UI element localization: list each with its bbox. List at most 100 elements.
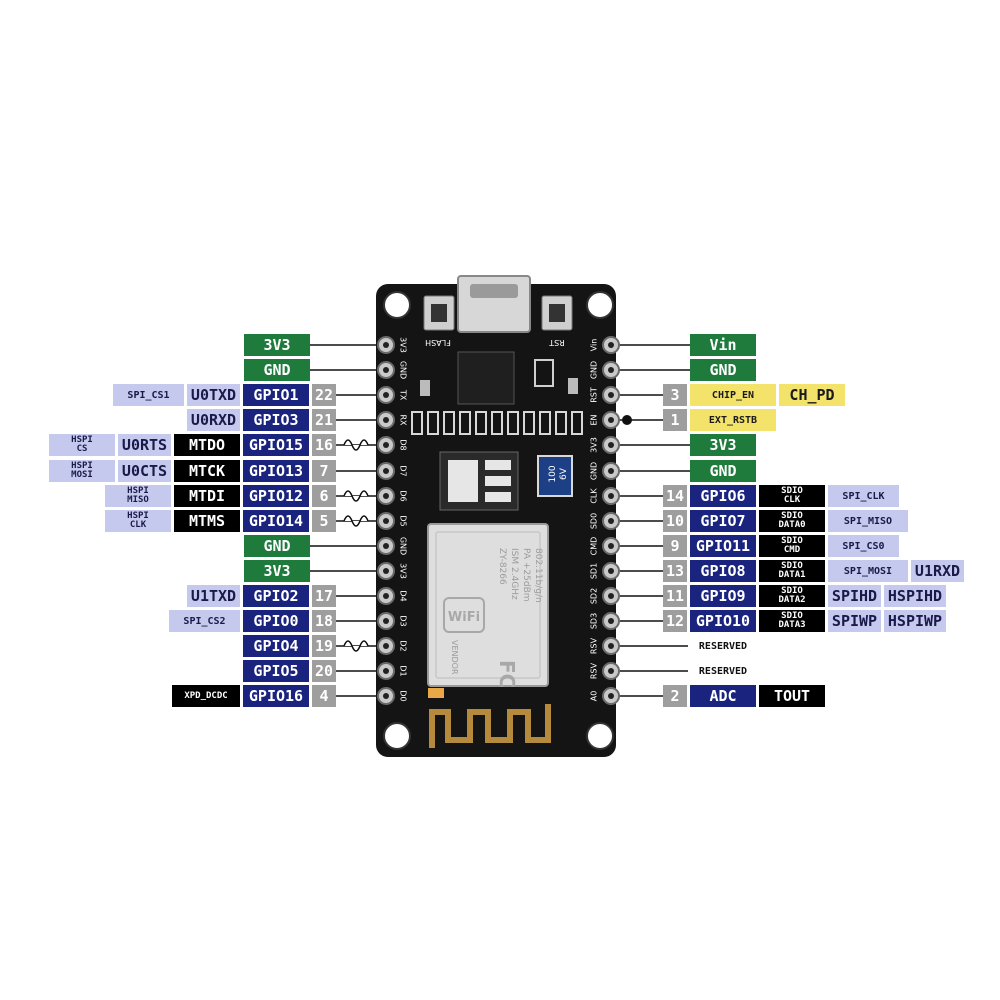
left-header-hole [383,593,389,599]
pin-function-line: DATA2 [778,595,806,605]
pin-function-line: SDIO [781,611,803,621]
pin-function-label: CH_PD [779,384,845,406]
right-pin-silkscreen: GND [590,462,599,480]
module-line-2: ISM 2.4GHz [509,548,519,600]
right-pin-silkscreen: EN [590,414,599,425]
pin-function-line: HSPI [127,486,149,496]
right-header-hole [608,668,614,674]
left-pin-silkscreen: D5 [399,515,408,526]
pin-function-line: HSPI [71,435,93,445]
left-header-hole [383,342,389,348]
pin-function-label: GPIO2 [243,585,309,607]
fc-mark: FC [495,660,519,688]
reset-label: RST [549,338,565,347]
pin-function-label: GPIO11 [690,535,756,557]
left-header-hole [383,693,389,699]
pwm-wave-icon [343,490,369,502]
right-header-hole [608,392,614,398]
pin-function-line: DATA3 [778,620,806,630]
pin-function-label: GPIO15 [243,434,309,456]
power-label: GND [690,460,756,482]
left-header-hole [383,618,389,624]
pin-number-label: 21 [312,409,336,431]
left-pin-silkscreen: D4 [399,590,408,601]
pwm-wave-icon [343,515,369,527]
pin-function-label: SPI_MOSI [828,560,908,582]
capacitor-voltage: 6V [559,467,569,480]
pin-function-line: MOSI [71,470,93,480]
pin-function-label: GPIO14 [243,510,309,532]
pin-function-label: SPI_CLK [828,485,899,507]
right-pin-silkscreen: RSV [590,662,599,679]
status-led [428,688,444,698]
pin-number-label: 11 [663,585,687,607]
pin-number-label: 18 [312,610,336,632]
right-header-hole [608,593,614,599]
right-header-hole [608,342,614,348]
pin-function-line: SDIO [781,586,803,596]
pin-function-label: GPIO0 [243,610,309,632]
left-header-hole [383,643,389,649]
pin-function-line: SDIO [781,511,803,521]
left-pin-silkscreen: D0 [399,690,408,701]
pin-function-label: MTDI [174,485,240,507]
right-header-hole [608,468,614,474]
usb-uart-chip [457,351,515,405]
right-pin-silkscreen: Vin [590,339,599,352]
pin-function-line: DATA0 [778,520,806,530]
pin-number-label: 1 [663,409,687,431]
module-vendor: VENDOR [450,640,459,675]
pin-function-label: GPIO3 [243,409,309,431]
left-header-hole [383,392,389,398]
pin-function-label: U0RXD [187,409,240,431]
right-header-hole [608,442,614,448]
pad-row [411,411,583,435]
pin-function-label: GPIO8 [690,560,756,582]
right-pin-silkscreen: A0 [590,691,599,702]
pin-function-label: GPIO9 [690,585,756,607]
left-pin-silkscreen: D6 [399,490,408,501]
pin-function-label: HSPIWP [884,610,946,632]
module-line-4: 802.11b/g/n [533,548,543,603]
pin-function-label: RESERVED [698,665,748,677]
pin-function-label: SPI_CS1 [113,384,184,406]
power-label: GND [244,535,310,557]
power-label: GND [690,359,756,381]
pin-function-label: U0TXD [187,384,240,406]
pin-number-label: 19 [312,635,336,657]
right-pin-silkscreen: 3V3 [590,437,599,453]
pin-function-line: SDIO [781,486,803,496]
left-pin-silkscreen: D3 [399,615,408,626]
pin-number-label: 3 [663,384,687,406]
pin-function-label: GPIO7 [690,510,756,532]
right-pin-silkscreen: CLK [590,488,599,504]
wifi-logo: WiFi [443,597,485,633]
left-pin-silkscreen: D7 [399,465,408,476]
pcb-board: FLASH RST [376,275,620,757]
pin-function-label: TOUT [759,685,825,707]
pin-function-label: SPI_CS2 [169,610,240,632]
left-pin-silkscreen: D8 [399,439,408,450]
left-pin-silkscreen: 3V3 [399,337,408,353]
right-pin-silkscreen: RST [590,387,599,403]
pin-function-label: SPI_CS0 [828,535,899,557]
right-header-hole [608,693,614,699]
pin-function-line: CS [76,444,88,454]
esp-module-shield [427,523,549,687]
pin-function-label: SPIWP [828,610,881,632]
pin-function-label: SPI_MISO [828,510,908,532]
wifi-logo-text: WiFi [448,610,480,625]
mount-hole-tl [383,291,411,319]
right-pin-silkscreen: SD1 [590,563,599,579]
right-pin-silkscreen: RSV [590,637,599,654]
right-header-hole [608,493,614,499]
left-header-hole [383,493,389,499]
mount-hole-bl [383,722,411,750]
right-pin-silkscreen: GND [590,361,599,379]
pin-number-label: 2 [663,685,687,707]
pin-function-line: MISO [127,495,149,505]
pin-function-label: MTDO [174,434,240,456]
